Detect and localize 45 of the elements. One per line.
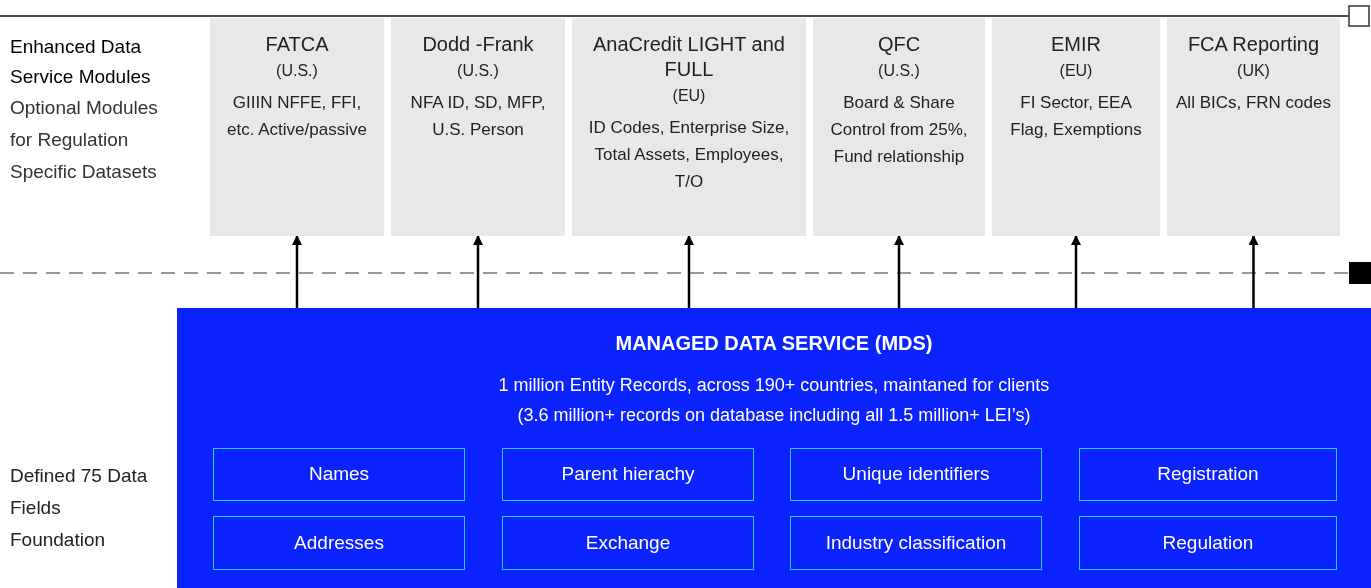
module-box — [992, 18, 1160, 236]
arrow — [894, 235, 904, 308]
arrow — [1071, 235, 1081, 308]
arrow — [473, 235, 483, 308]
region-label: (EU) — [1059, 61, 1093, 81]
module-description: Board & Share Control from 25%, Fund relationship — [829, 92, 969, 168]
module-description: NFA ID, SD, MFP, U.S. Person — [409, 92, 547, 141]
arrow — [684, 235, 694, 308]
side-label: Enhanced Data Service Modules — [10, 35, 152, 89]
module-title: FCA Reporting — [1187, 32, 1320, 57]
field-box: Parent hierachy — [502, 448, 754, 501]
module-box — [210, 18, 384, 236]
field-box: Registration — [1079, 448, 1337, 501]
side-label: Defined 75 Data Fields Foundation — [10, 464, 149, 552]
module-description: All BICs, FRN codes — [1176, 92, 1331, 114]
module-description: ID Codes, Enterprise Size, Total Assets, Employees, T/O — [587, 117, 791, 193]
arrow — [1248, 235, 1259, 308]
field-box: Unique identifiers — [790, 448, 1042, 501]
module-title: EMIR — [1051, 32, 1101, 57]
panel-note: (3.6 million+ records on database including all 1.5 million+ LEI’s) — [517, 404, 1031, 427]
arrow — [292, 235, 302, 308]
module-title: FATCA — [265, 32, 329, 57]
module-box — [391, 18, 565, 236]
region-label: (UK) — [1237, 61, 1270, 81]
side-label: Optional Modules for Regulation Specific Datasets — [10, 96, 159, 184]
panel-description: 1 million Entity Records, across 190+ countries, maintaned for clients — [498, 374, 1050, 397]
module-box — [572, 18, 806, 236]
field-box: Addresses — [213, 516, 465, 570]
field-box: Exchange — [502, 516, 754, 570]
module-box — [1167, 18, 1340, 236]
region-label: (EU) — [672, 86, 706, 106]
module-description: FI Sector, EEA Flag, Exemptions — [1009, 92, 1143, 141]
module-title: Dodd -Frank — [422, 32, 534, 57]
module-title: AnaCredit LIGHT and FULL — [592, 32, 786, 82]
region-label: (U.S.) — [457, 61, 499, 81]
panel-title: MANAGED DATA SERVICE (MDS) — [615, 331, 933, 356]
region-label: (U.S.) — [276, 61, 318, 81]
module-title: QFC — [877, 32, 921, 57]
module-box — [813, 18, 985, 236]
field-box: Regulation — [1079, 516, 1337, 570]
field-box: Names — [213, 448, 465, 501]
region-label: (U.S.) — [878, 61, 920, 81]
module-description: GIIIN NFFE, FFI, etc. Active/passive — [226, 92, 368, 141]
service-panel — [177, 308, 1371, 588]
field-box: Industry classification — [790, 516, 1042, 570]
